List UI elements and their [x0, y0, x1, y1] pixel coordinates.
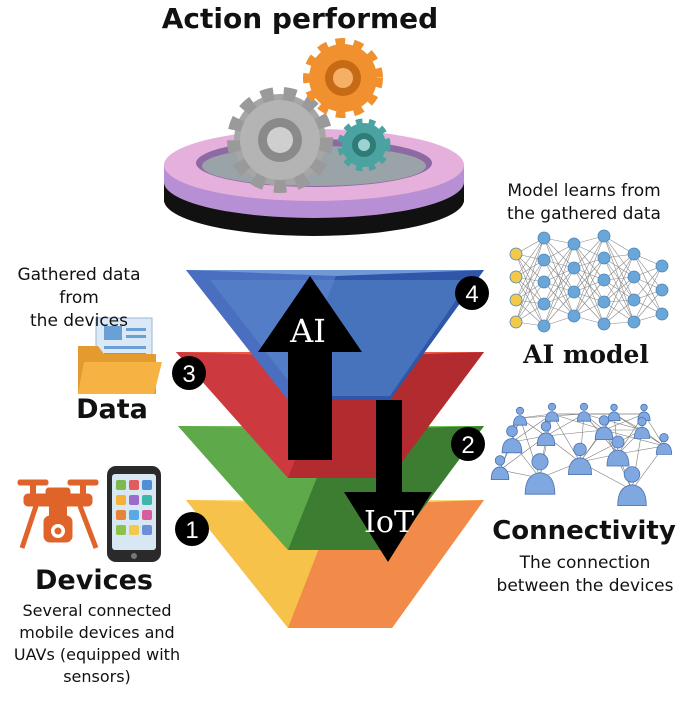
ai-up-arrow — [258, 276, 362, 460]
connectivity-caption: The connection between the devices — [496, 553, 674, 596]
ai-model-label: AI model — [523, 340, 649, 369]
drone-icon — [17, 479, 99, 549]
data-label: Data — [76, 394, 148, 425]
devices-label: Devices — [35, 565, 153, 596]
page-title: Action performed — [161, 2, 439, 35]
iot-down-arrow — [344, 400, 432, 562]
devices-caption: Several connected mobile devices and UAV… — [13, 601, 181, 686]
svg-text:4: 4 — [465, 281, 478, 308]
connectivity-label: Connectivity — [492, 516, 676, 546]
layer-number-3: 3 — [172, 356, 206, 390]
layer-number-2: 2 — [451, 427, 485, 461]
iot-arrow-label: IoT — [364, 505, 414, 540]
svg-text:1: 1 — [185, 517, 198, 544]
neural-network-icon — [509, 229, 669, 333]
svg-text:3: 3 — [182, 361, 195, 388]
folder-document-icon — [78, 317, 162, 394]
people-network-icon — [490, 402, 673, 506]
gears-icon — [227, 38, 391, 193]
smartphone-icon — [107, 466, 161, 562]
layer-number-1: 1 — [175, 512, 209, 546]
svg-text:2: 2 — [461, 432, 474, 459]
ai-arrow-label: AI — [289, 312, 326, 350]
layer-number-4: 4 — [455, 276, 489, 310]
ai-model-caption: Model learns from the gathered data — [507, 181, 661, 224]
data-caption: Gathered data from the devices — [17, 265, 141, 331]
